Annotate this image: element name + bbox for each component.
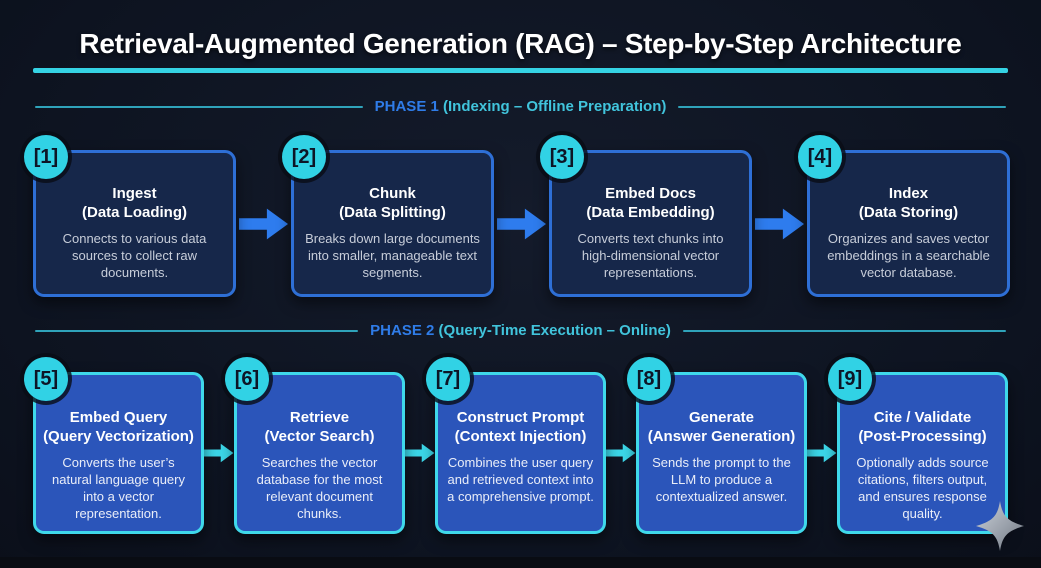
flow-arrow [204, 438, 234, 468]
phase-1-label: PHASE 1 [374, 98, 439, 115]
step-title: Chunk [369, 185, 416, 202]
step-number-badge: [7] [426, 357, 470, 401]
step-number-badge: [6] [225, 357, 269, 401]
step-card-generate: [8] Generate (Answer Generation) Sends t… [627, 357, 807, 534]
phase-1-divider: PHASE 1 (Indexing – Offline Preparation) [35, 98, 1007, 115]
step-subtitle: (Data Embedding) [586, 204, 715, 221]
step-subtitle: (Data Storing) [858, 204, 959, 221]
step-number-badge: [2] [282, 135, 326, 179]
phase-1-header: PHASE 1 (Indexing – Offline Preparation) [375, 98, 667, 115]
step-card-embed-docs: [3] Embed Docs (Data Embedding) Converts… [540, 135, 752, 297]
title-underline [33, 68, 1008, 73]
phase-2-subtitle: (Query-Time Execution – Online) [438, 322, 671, 339]
phase-1-subtitle: (Indexing – Offline Preparation) [443, 98, 667, 115]
step-card-ingest: [1] Ingest (Data Loading) Connects to va… [24, 135, 236, 297]
step-card-retrieve: [6] Retrieve (Vector Search) Searches th… [225, 357, 405, 534]
flow-arrow [494, 207, 549, 241]
bottom-strip [0, 557, 1041, 568]
flow-arrow [606, 438, 636, 468]
step-subtitle: (Query Vectorization) [43, 428, 194, 445]
step-card-cite-validate: [9] Cite / Validate (Post-Processing) Op… [828, 357, 1008, 534]
step-subtitle: (Post-Processing) [858, 428, 987, 445]
phase-2-header: PHASE 2 (Query-Time Execution – Online) [370, 322, 671, 339]
step-description: Optionally adds source citations, filter… [856, 455, 989, 521]
step-title: Ingest [112, 185, 157, 202]
step-number-badge: [9] [828, 357, 872, 401]
arrow-right-icon [754, 208, 804, 239]
step-subtitle: (Vector Search) [264, 428, 375, 445]
step-title: Retrieve [289, 409, 350, 426]
step-title: Embed Query [69, 409, 168, 426]
phase-1-steps-row: [1] Ingest (Data Loading) Connects to va… [24, 135, 1010, 297]
step-description: Searches the vector database for the mos… [256, 455, 383, 521]
flow-arrow [807, 438, 837, 468]
step-number-badge: [5] [24, 357, 68, 401]
arrow-right-icon [238, 208, 288, 239]
step-description: Organizes and saves vector embeddings in… [827, 231, 990, 280]
flow-arrow [405, 438, 435, 468]
step-title: Construct Prompt [456, 409, 585, 426]
arrow-right-icon [405, 443, 435, 463]
step-card-embed-query: [5] Embed Query (Query Vectorization) Co… [24, 357, 204, 534]
divider-line [678, 105, 1007, 108]
divider-line [35, 105, 363, 108]
step-subtitle: (Context Injection) [454, 428, 587, 445]
step-description: Sends the prompt to the LLM to produce a… [652, 455, 791, 504]
step-description: Converts text chunks into high-dimension… [577, 231, 724, 280]
page-title: Retrieval-Augmented Generation (RAG) – S… [79, 28, 962, 59]
sparkle-icon [976, 501, 1024, 551]
step-number-badge: [1] [24, 135, 68, 179]
flow-arrow [752, 207, 807, 241]
divider-line [682, 329, 1006, 332]
step-title: Index [888, 185, 929, 202]
divider-line [35, 329, 359, 332]
step-number-badge: [8] [627, 357, 671, 401]
step-description: Converts the user’s natural language que… [52, 455, 185, 521]
step-subtitle: (Data Splitting) [339, 204, 446, 221]
arrow-right-icon [807, 443, 837, 463]
step-description: Combines the user query and retrieved co… [447, 455, 594, 504]
step-card-chunk: [2] Chunk (Data Splitting) Breaks down l… [282, 135, 494, 297]
step-title: Generate [688, 409, 755, 426]
step-description: Connects to various data sources to coll… [62, 231, 207, 280]
phase-2-steps-row: [5] Embed Query (Query Vectorization) Co… [24, 357, 1008, 534]
phase-2-divider: PHASE 2 (Query-Time Execution – Online) [35, 322, 1006, 339]
arrow-right-icon [606, 443, 636, 463]
step-number-badge: [3] [540, 135, 584, 179]
arrow-right-icon [496, 208, 546, 239]
step-card-construct-prompt: [7] Construct Prompt (Context Injection)… [426, 357, 606, 534]
phase-2-label: PHASE 2 [370, 322, 435, 339]
step-title: Cite / Validate [873, 409, 972, 426]
step-subtitle: (Data Loading) [82, 204, 187, 221]
flow-arrow [236, 207, 291, 241]
step-card-index: [4] Index (Data Storing) Organizes and s… [798, 135, 1010, 297]
step-subtitle: (Answer Generation) [647, 428, 796, 445]
step-description: Breaks down large documents into smaller… [305, 231, 480, 280]
arrow-right-icon [204, 443, 234, 463]
step-number-badge: [4] [798, 135, 842, 179]
step-title: Embed Docs [605, 185, 696, 202]
